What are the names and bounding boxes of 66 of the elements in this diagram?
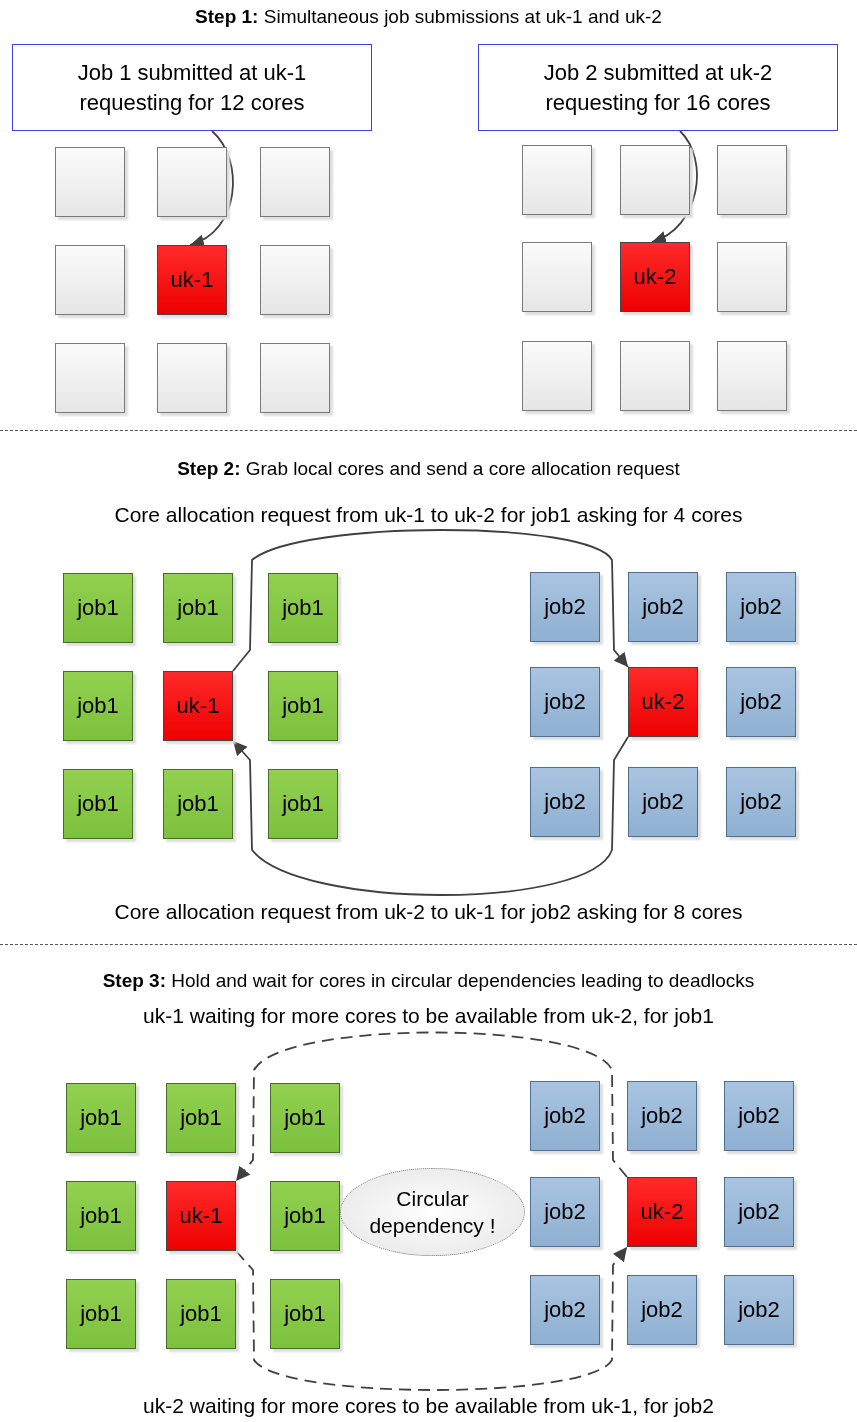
core-node (522, 341, 592, 411)
core-node: job2 (530, 667, 600, 737)
core-node (620, 145, 690, 215)
core-node: job2 (724, 1081, 794, 1151)
core-node: job2 (530, 767, 600, 837)
core-node: uk-1 (163, 671, 233, 741)
curved-arrow (651, 130, 698, 244)
core-node: job2 (724, 1177, 794, 1247)
core-node: job2 (530, 1177, 600, 1247)
core-node (717, 242, 787, 312)
core-node: job1 (66, 1279, 136, 1349)
core-node: job1 (268, 769, 338, 839)
core-node: job1 (166, 1083, 236, 1153)
core-node: job2 (627, 1081, 697, 1151)
core-node: job1 (268, 671, 338, 741)
step-heading: Step 3: Hold and wait for cores in circular dependencies leading to deadlocks (101, 970, 756, 992)
core-node (157, 147, 227, 217)
core-node: job2 (726, 667, 796, 737)
core-node: job1 (268, 573, 338, 643)
job-request-box: Job 2 submitted at uk-2 requesting for 16 cores (478, 44, 838, 131)
core-node: job2 (530, 572, 600, 642)
core-node (620, 341, 690, 411)
core-node: job2 (530, 1081, 600, 1151)
core-node: uk-2 (627, 1177, 697, 1247)
core-node: job1 (63, 671, 133, 741)
core-node: job2 (726, 767, 796, 837)
core-node: job1 (63, 573, 133, 643)
core-node (717, 341, 787, 411)
core-node (522, 242, 592, 312)
core-node (717, 145, 787, 215)
core-node: job1 (270, 1279, 340, 1349)
curved-arrow (189, 130, 234, 247)
core-node: job1 (63, 769, 133, 839)
core-node: job1 (66, 1181, 136, 1251)
core-node: job2 (628, 767, 698, 837)
core-node (260, 245, 330, 315)
curved-arrow (232, 529, 629, 672)
core-node: job1 (66, 1083, 136, 1153)
core-node (260, 147, 330, 217)
core-node (522, 145, 592, 215)
core-node: job1 (163, 573, 233, 643)
core-node (157, 343, 227, 413)
core-node: uk-2 (620, 242, 690, 312)
step-heading: Step 1: Simultaneous job submissions at uk-1 and uk-2 (194, 6, 663, 28)
core-node: job2 (627, 1275, 697, 1345)
core-node (55, 147, 125, 217)
core-node (55, 245, 125, 315)
dashed-arrow (235, 1031, 628, 1182)
core-node: job1 (270, 1083, 340, 1153)
curved-arrow (232, 736, 629, 896)
core-node (55, 343, 125, 413)
core-node (260, 343, 330, 413)
core-node: job2 (628, 572, 698, 642)
callout-ellipse: Circular dependency ! (340, 1168, 525, 1256)
dashed-arrow (235, 1246, 628, 1391)
core-node: job2 (726, 572, 796, 642)
core-node: job1 (270, 1181, 340, 1251)
core-node: uk-2 (628, 667, 698, 737)
core-node: uk-1 (157, 245, 227, 315)
core-node: job2 (530, 1275, 600, 1345)
core-node: job1 (166, 1279, 236, 1349)
core-node: job2 (724, 1275, 794, 1345)
step-heading: Step 2: Grab local cores and send a core allocation request (176, 458, 681, 480)
core-node: uk-1 (166, 1181, 236, 1251)
job-request-box: Job 1 submitted at uk-1 requesting for 12 cores (12, 44, 372, 131)
core-node: job1 (163, 769, 233, 839)
